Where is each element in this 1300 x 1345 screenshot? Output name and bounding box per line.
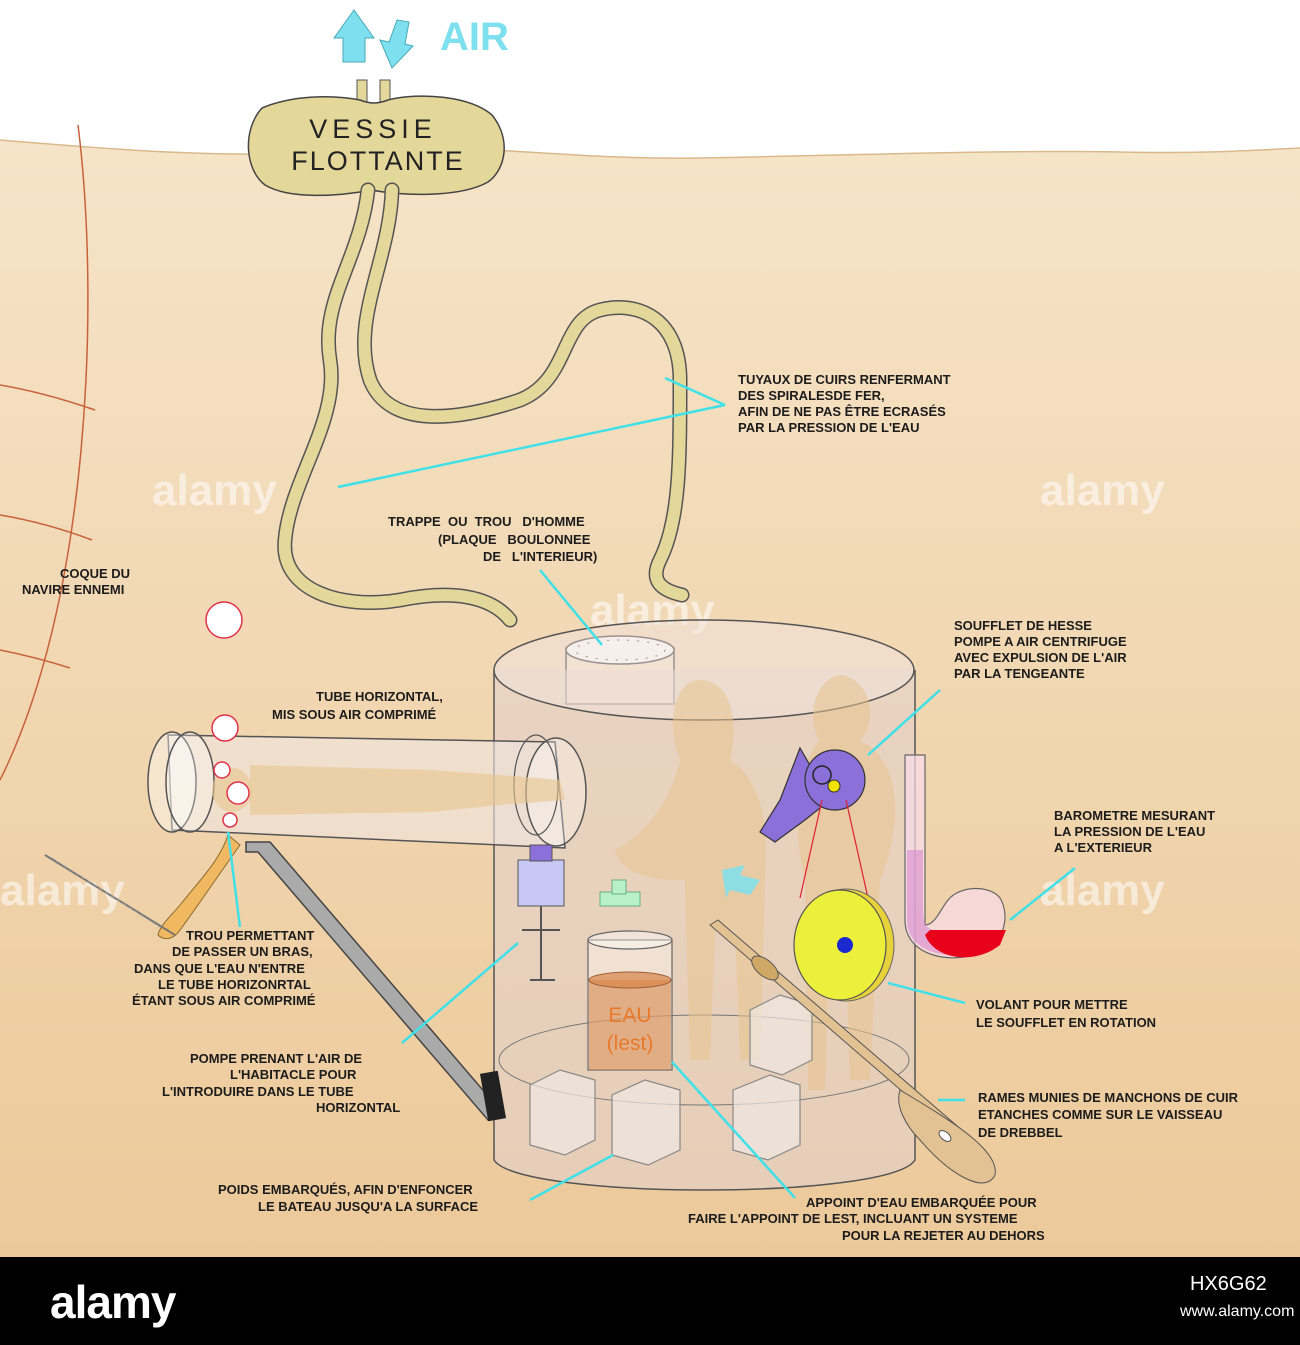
bladder-label-line1: VESSIE	[309, 114, 437, 144]
svg-text:MIS SOUS AIR COMPRIMÉ: MIS SOUS AIR COMPRIMÉ	[272, 707, 437, 722]
svg-text:DANS QUE L'EAU N'ENTRE: DANS QUE L'EAU N'ENTRE	[134, 961, 305, 976]
air-label: AIR	[440, 15, 509, 59]
svg-text:DE PASSER UN BRAS,: DE PASSER UN BRAS,	[172, 944, 313, 959]
label-hoses: TUYAUX DE CUIRS RENFERMANT DES SPIRALESD…	[738, 372, 951, 435]
svg-text:DE L'INTERIEUR): DE L'INTERIEUR)	[483, 549, 597, 564]
svg-text:DES SPIRALESDE FER,: DES SPIRALESDE FER,	[738, 388, 885, 403]
svg-text:A L'EXTERIEUR: A L'EXTERIEUR	[1054, 840, 1153, 855]
svg-text:VOLANT POUR METTRE: VOLANT POUR METTRE	[976, 997, 1128, 1012]
tank-label-line2: (lest)	[607, 1032, 654, 1055]
watermark-1: alamy	[152, 466, 277, 515]
svg-text:SOUFFLET DE HESSE: SOUFFLET DE HESSE	[954, 618, 1092, 633]
svg-text:TRAPPE OU TROU D'HOMME: TRAPPE OU TROU D'HOMME	[388, 514, 585, 529]
svg-text:POMPE A AIR CENTRIFUGE: POMPE A AIR CENTRIFUGE	[954, 634, 1127, 649]
svg-text:APPOINT D'EAU EMBARQUÉE POUR: APPOINT D'EAU EMBARQUÉE POUR	[806, 1195, 1037, 1210]
svg-text:TUBE HORIZONTAL,: TUBE HORIZONTAL,	[316, 689, 443, 704]
watermark-2: alamy	[1040, 466, 1165, 515]
svg-text:ÉTANT SOUS AIR COMPRIMÉ: ÉTANT SOUS AIR COMPRIMÉ	[132, 993, 316, 1008]
svg-text:POUR LA REJETER AU DEHORS: POUR LA REJETER AU DEHORS	[842, 1228, 1045, 1243]
svg-text:PAR LA TENGEANTE: PAR LA TENGEANTE	[954, 666, 1085, 681]
watermark-4: alamy	[1040, 866, 1165, 915]
svg-text:HORIZONTAL: HORIZONTAL	[316, 1100, 400, 1115]
svg-text:(PLAQUE BOULONNEE: (PLAQUE BOULONNEE	[438, 532, 591, 547]
svg-text:LE TUBE HORIZONRTAL: LE TUBE HORIZONRTAL	[158, 977, 311, 992]
flywheel	[794, 889, 894, 1001]
svg-text:ETANCHES COMME SUR LE VAISSEAU: ETANCHES COMME SUR LE VAISSEAU	[978, 1107, 1222, 1122]
stock-footer-bar: alamy HX6G62 www.alamy.com	[0, 1257, 1300, 1345]
horizontal-tube	[148, 732, 586, 848]
svg-text:RAMES MUNIES DE MANCHONS DE CU: RAMES MUNIES DE MANCHONS DE CUIR	[978, 1090, 1239, 1105]
svg-text:LE SOUFFLET EN ROTATION: LE SOUFFLET EN ROTATION	[976, 1015, 1156, 1030]
svg-text:AVEC EXPULSION DE L'AIR: AVEC EXPULSION DE L'AIR	[954, 650, 1127, 665]
image-id: HX6G62	[1190, 1273, 1267, 1296]
svg-text:AFIN DE NE PAS ÊTRE ECRASÉS: AFIN DE NE PAS ÊTRE ECRASÉS	[738, 404, 946, 419]
watermark-3: alamy	[0, 866, 125, 915]
svg-text:POMPE PRENANT L'AIR DE: POMPE PRENANT L'AIR DE	[190, 1051, 362, 1066]
air-arrows-icon	[334, 10, 413, 68]
alamy-logo: alamy	[50, 1275, 175, 1329]
submarine-diagram: alamy alamy alamy alamy alamy AIR VESSIE…	[0, 0, 1300, 1257]
tank-label-line1: EAU	[608, 1004, 651, 1027]
floating-bladder: VESSIE FLOTTANTE	[248, 80, 504, 195]
svg-text:TROU PERMETTANT: TROU PERMETTANT	[186, 928, 314, 943]
site-url: www.alamy.com	[1180, 1303, 1294, 1321]
svg-text:LA PRESSION DE L'EAU: LA PRESSION DE L'EAU	[1054, 824, 1205, 839]
svg-text:LE BATEAU JUSQU'A LA SURFACE: LE BATEAU JUSQU'A LA SURFACE	[258, 1199, 478, 1214]
svg-text:NAVIRE ENNEMI: NAVIRE ENNEMI	[22, 582, 124, 597]
bladder-label-line2: FLOTTANTE	[291, 146, 465, 176]
svg-text:FAIRE L'APPOINT DE LEST, INCLU: FAIRE L'APPOINT DE LEST, INCLUANT UN SYS…	[688, 1211, 1018, 1226]
svg-text:TUYAUX DE CUIRS RENFERMANT: TUYAUX DE CUIRS RENFERMANT	[738, 372, 951, 387]
ballast-water-tank: EAU (lest)	[588, 931, 672, 1070]
svg-text:L'INTRODUIRE DANS LE TUBE: L'INTRODUIRE DANS LE TUBE	[162, 1084, 354, 1099]
svg-text:PAR LA PRESSION DE L'EAU: PAR LA PRESSION DE L'EAU	[738, 420, 920, 435]
svg-text:BAROMETRE MESURANT: BAROMETRE MESURANT	[1054, 808, 1215, 823]
svg-text:DE DREBBEL: DE DREBBEL	[978, 1125, 1063, 1140]
svg-text:POIDS EMBARQUÉS, AFIN D'ENFONC: POIDS EMBARQUÉS, AFIN D'ENFONCER	[218, 1182, 473, 1197]
svg-text:L'HABITACLE POUR: L'HABITACLE POUR	[230, 1067, 357, 1082]
svg-text:COQUE DU: COQUE DU	[60, 566, 130, 581]
